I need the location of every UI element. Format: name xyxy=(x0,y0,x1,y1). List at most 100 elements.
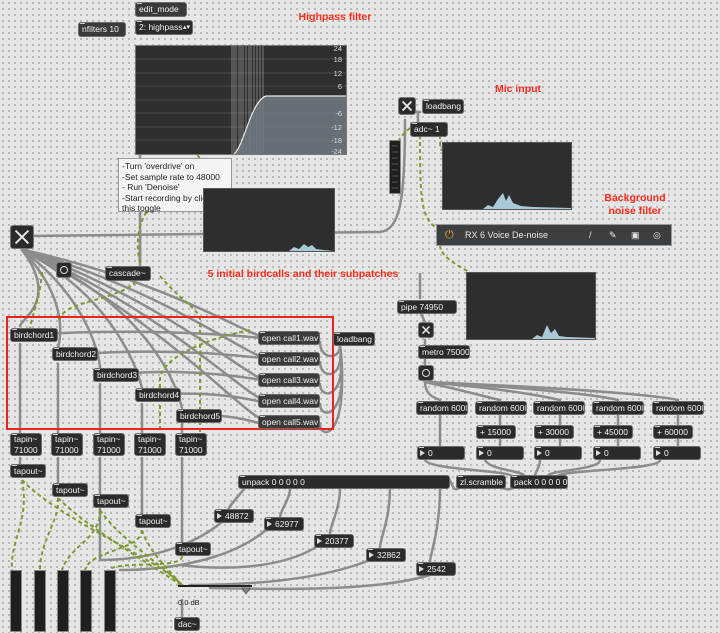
loadbang-object[interactable]: loadbang xyxy=(422,99,464,114)
number-value: 20377 xyxy=(325,536,349,546)
loadbang-object[interactable]: loadbang xyxy=(333,332,375,346)
pipe-object[interactable]: pipe 74950 xyxy=(397,300,457,314)
tapout-object[interactable]: tapout~ xyxy=(175,542,211,556)
birdcalls-highlight-box xyxy=(6,316,334,430)
birdchord-object[interactable]: birdchord2 xyxy=(52,347,98,361)
output-level-meter xyxy=(57,570,69,632)
camera-icon[interactable]: ▣ xyxy=(631,230,640,240)
mic-level-meter xyxy=(389,140,401,194)
delay-number-box[interactable]: 20377 xyxy=(314,534,354,548)
tapin-object[interactable]: tapin~ 71000 xyxy=(10,433,42,456)
open-call-message[interactable]: open call1.wav xyxy=(258,331,320,345)
bang-circle-icon xyxy=(60,266,68,274)
delay-number-box[interactable]: 32862 xyxy=(366,548,406,562)
output-level-meter xyxy=(10,570,22,632)
number-box[interactable]: 0 xyxy=(476,446,524,460)
open-call-message[interactable]: open call3.wav xyxy=(258,373,320,387)
toggle-x-icon xyxy=(421,325,431,335)
tapout-object[interactable]: tapout~ xyxy=(10,464,46,478)
toggle-x-icon xyxy=(14,229,30,245)
number-value: 0 xyxy=(487,448,492,458)
random-object[interactable]: random 6000 xyxy=(475,401,527,415)
comment-line: this toggle xyxy=(122,203,161,213)
mic-toggle[interactable] xyxy=(398,97,416,115)
comment-line: - Run 'Denoise' xyxy=(122,182,180,192)
y-label: -18 xyxy=(331,136,342,145)
spectrum-plot xyxy=(204,244,334,251)
number-box[interactable]: 0 xyxy=(417,446,465,460)
spectrum-plot xyxy=(443,193,571,209)
add-object[interactable]: + 45000 xyxy=(593,425,633,439)
start-recording-toggle[interactable] xyxy=(10,225,34,249)
open-call-message[interactable]: open call4.wav xyxy=(258,394,320,408)
add-object[interactable]: + 30000 xyxy=(534,425,574,439)
metro-bang-button[interactable] xyxy=(418,365,434,381)
metro-object[interactable]: metro 75000 xyxy=(418,345,470,359)
tapin-object[interactable]: tapin~ 71000 xyxy=(175,433,207,456)
wrench-icon[interactable]: ✎ xyxy=(609,230,617,240)
number-value: 0 xyxy=(428,448,433,458)
power-icon[interactable]: ⏻ xyxy=(445,229,454,241)
number-box[interactable]: 0 xyxy=(653,446,701,460)
dac-object[interactable]: dac~ xyxy=(174,617,200,631)
birdchord-object[interactable]: birdchord1 xyxy=(10,328,58,342)
filter-type-menu[interactable]: 2: highpass ▴▾ xyxy=(135,20,193,35)
tapin-object[interactable]: tapin~ 71000 xyxy=(51,433,83,456)
spectrum-plot xyxy=(467,325,595,339)
tapin-object[interactable]: tapin~ 71000 xyxy=(93,433,125,456)
random-object[interactable]: random 6000 xyxy=(416,401,468,415)
random-object[interactable]: random 6000 xyxy=(592,401,644,415)
unpack-object[interactable]: unpack 0 0 0 0 0 xyxy=(238,475,450,489)
gain-slider[interactable] xyxy=(176,582,256,596)
number-value: 32862 xyxy=(377,550,401,560)
y-label: -12 xyxy=(331,123,342,132)
mic-spectroscope xyxy=(442,142,572,210)
pack-object[interactable]: pack 0 0 0 0 0 xyxy=(510,475,568,489)
nfilters-message[interactable]: nfilters 10 xyxy=(78,22,126,37)
number-box[interactable]: 0 xyxy=(534,446,582,460)
number-value: 2542 xyxy=(427,564,446,574)
delay-number-box[interactable]: 2542 xyxy=(416,562,456,576)
comment-line: -Start recording by clicking xyxy=(122,192,223,203)
comment-line: -Turn 'overdrive' on xyxy=(122,161,195,171)
open-call-message[interactable]: open call5.wav xyxy=(258,415,320,429)
tapout-object[interactable]: tapout~ xyxy=(52,483,88,497)
number-box[interactable]: 0 xyxy=(593,446,641,460)
edit-mode-message[interactable]: edit_mode xyxy=(135,2,187,17)
add-object[interactable]: + 15000 xyxy=(476,425,516,439)
pen-icon[interactable]: / xyxy=(589,230,592,240)
y-label: -6 xyxy=(335,109,342,118)
comment-line: -Set sample rate to 48000 xyxy=(122,171,220,182)
annotation-mic-input: Mic input xyxy=(494,83,542,95)
add-object[interactable]: + 60000 xyxy=(653,425,693,439)
y-label: 12 xyxy=(333,69,342,78)
filtergraph-display[interactable]: 24 18 12 6 -6 -12 -18 -24 xyxy=(135,44,347,156)
random-object[interactable]: random 6000 xyxy=(533,401,585,415)
annotation-background-noise-filter: Background noise filter xyxy=(604,192,666,217)
birdchord-object[interactable]: birdchord3 xyxy=(93,368,139,382)
metro-toggle[interactable] xyxy=(418,322,434,338)
rx6-voice-denoise-plugin[interactable]: ⏻ RX 6 Voice De-noise / ✎ ▣ ◎ xyxy=(436,224,672,246)
y-label: 24 xyxy=(333,44,342,53)
delay-number-box[interactable]: 62977 xyxy=(264,517,304,531)
filtergraph-plot xyxy=(136,46,346,154)
toggle-x-icon xyxy=(401,100,413,112)
zl-scramble-object[interactable]: zl.scramble xyxy=(456,475,506,489)
adc-object[interactable]: adc~ 1 xyxy=(410,122,448,137)
open-call-message[interactable]: open call2.wav xyxy=(258,352,320,366)
number-value: 0 xyxy=(664,448,669,458)
tapout-object[interactable]: tapout~ xyxy=(93,494,129,508)
number-value: 48872 xyxy=(225,511,249,521)
bang-button[interactable] xyxy=(56,262,72,278)
tapout-object[interactable]: tapout~ xyxy=(135,514,171,528)
birdchord-object[interactable]: birdchord5 xyxy=(176,409,222,423)
tapin-object[interactable]: tapin~ 71000 xyxy=(134,433,166,456)
random-object[interactable]: random 6000 xyxy=(652,401,704,415)
annotation-birdcalls: 5 initial birdcalls and their subpatches xyxy=(207,268,399,280)
gain-readout: 0.0 dB xyxy=(178,598,200,607)
delay-number-box[interactable]: 48872 xyxy=(214,509,254,523)
cascade-object[interactable]: cascade~ xyxy=(105,266,151,281)
izotope-logo-icon: ◎ xyxy=(653,230,661,240)
y-label: -24 xyxy=(331,147,342,156)
birdchord-object[interactable]: birdchord4 xyxy=(135,388,181,402)
